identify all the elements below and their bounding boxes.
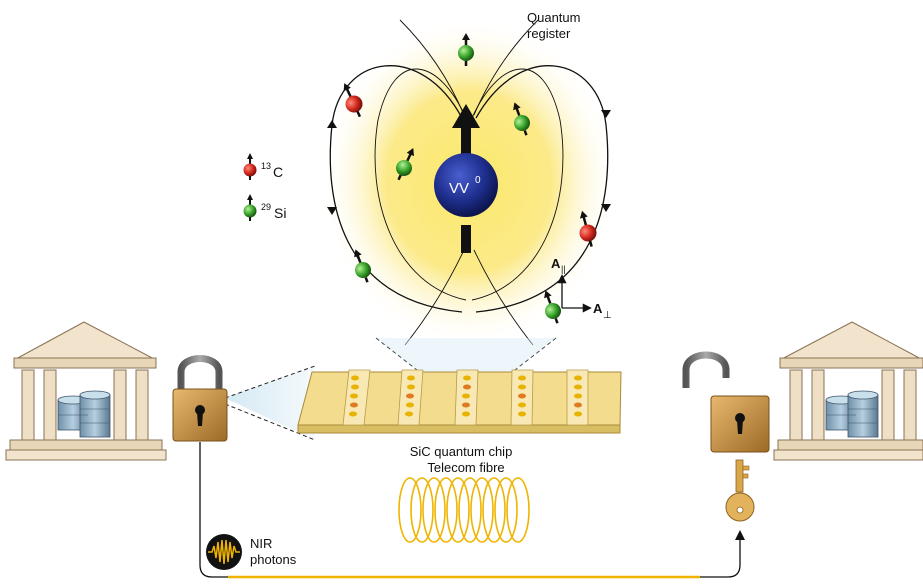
right-building-icon — [773, 321, 923, 461]
fibre-label: Telecom fibre — [427, 460, 504, 475]
sic-quantum-chip — [297, 369, 622, 434]
vv-spin-shaft — [461, 125, 471, 160]
si29-spin-mid-left — [396, 148, 414, 181]
si29-spin-upper-right — [513, 102, 530, 136]
vv0-defect — [434, 153, 498, 217]
signal-path-arrowhead — [735, 530, 745, 540]
a-perp-subscript: ⊥ — [603, 310, 612, 321]
beam-edges — [224, 365, 316, 441]
legend-si29-label: Si — [274, 205, 286, 221]
nuclear-spins — [343, 33, 597, 324]
chip-label: SiC quantum chip — [410, 444, 513, 459]
legend-c13-superscript: 13 — [261, 161, 271, 171]
chip-emitters — [349, 375, 582, 417]
photon-wave-icon — [206, 534, 242, 570]
vv0-superscript: 0 — [475, 175, 481, 186]
legend-si29-icon — [243, 194, 257, 221]
si29-spin-top — [458, 33, 474, 66]
legend-si29-superscript: 29 — [261, 202, 271, 212]
a-perp-label: A — [593, 301, 603, 316]
vv0-label: VV — [449, 180, 469, 197]
left-database-cylinders — [57, 390, 111, 438]
a-parallel-subscript: || — [561, 264, 566, 274]
key-icon — [725, 459, 755, 522]
vv-spin-tail — [461, 225, 471, 253]
hyperfine-axes — [557, 274, 592, 313]
vv-spin-arrowhead — [452, 104, 480, 128]
right-database-cylinders — [825, 390, 879, 438]
nir-label-line2: photons — [250, 552, 297, 567]
field-arrowheads — [327, 110, 611, 215]
padlock-closed-icon — [172, 355, 228, 442]
c13-spin-right — [579, 210, 597, 247]
quantum-register-label-line1: Quantum — [527, 10, 580, 25]
legend: 13 C 29 Si — [243, 153, 286, 221]
nir-label-line1: NIR — [250, 536, 272, 551]
quantum-register-label-line2: register — [527, 26, 571, 41]
padlock-open-icon — [682, 351, 770, 453]
light-beam — [225, 366, 315, 440]
legend-c13-icon — [243, 153, 257, 180]
fibre-coil — [398, 477, 530, 543]
a-parallel-label: A — [551, 256, 561, 271]
si29-spin-lower-left — [354, 249, 371, 283]
c13-spin-upper-left — [343, 83, 363, 118]
si29-spin-lower-right — [544, 290, 561, 324]
left-building-icon — [5, 321, 167, 461]
legend-c13-label: C — [273, 164, 283, 180]
